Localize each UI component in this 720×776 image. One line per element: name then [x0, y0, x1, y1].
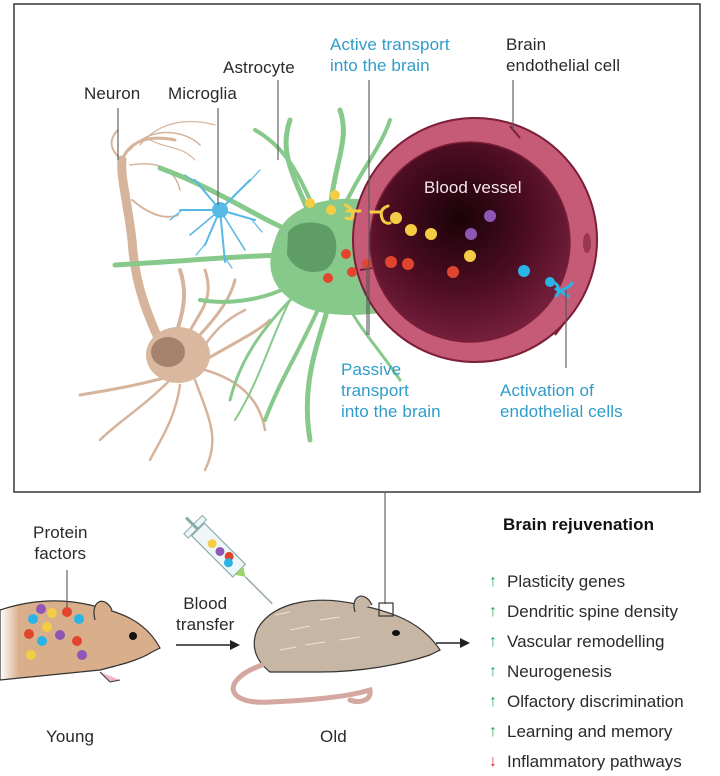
brain-region-marker: [378, 602, 394, 617]
up-arrow-icon: ↑: [489, 602, 497, 620]
syringe-icon: [183, 514, 273, 605]
up-arrow-icon: ↑: [489, 662, 497, 680]
up-arrow-icon: ↑: [489, 722, 497, 740]
up-arrow-icon: ↑: [489, 692, 497, 710]
young-mouse-factors: [24, 604, 87, 660]
label-endothelial-cell: Brain endothelial cell: [506, 35, 621, 75]
outcome-item: ↑Vascular remodelling: [486, 626, 684, 656]
up-arrow-icon: ↑: [489, 572, 497, 590]
label-neuron: Neuron: [84, 84, 141, 103]
outcome-item: ↑Neurogenesis: [486, 656, 684, 686]
label-blood-transfer: Blood transfer: [176, 594, 235, 634]
result-arrow: [436, 638, 470, 648]
receptors: [343, 203, 574, 298]
leader-lines: [117, 80, 567, 368]
down-arrow-icon: ↓: [489, 752, 497, 770]
outcomes-list: ↑Plasticity genes ↑Dendritic spine densi…: [486, 566, 684, 776]
old-mouse: [230, 595, 441, 705]
label-young: Young: [46, 727, 95, 746]
label-passive-transport: Passive transport into the brain: [341, 360, 441, 421]
outcomes-title: Brain rejuvenation: [503, 515, 655, 534]
label-protein-factors: Protein factors: [33, 523, 88, 563]
outcome-item: ↓Inflammatory pathways: [486, 746, 684, 776]
label-astrocyte: Astrocyte: [223, 58, 295, 77]
neuron-nucleus: [151, 337, 185, 367]
outcome-item: ↑Dendritic spine density: [486, 596, 684, 626]
outcome-item: ↑Learning and memory: [486, 716, 684, 746]
label-microglia: Microglia: [168, 84, 237, 103]
outcome-item: ↑Plasticity genes: [486, 566, 684, 596]
up-arrow-icon: ↑: [489, 632, 497, 650]
outcome-item: ↑Olfactory discrimination: [486, 686, 684, 716]
blood-vessel: [352, 117, 598, 363]
young-mouse: [0, 570, 161, 683]
astrocyte-nucleus: [287, 222, 337, 273]
label-blood-vessel: Blood vessel: [424, 178, 522, 197]
label-old: Old: [320, 727, 347, 746]
microglia-body: [212, 202, 228, 218]
protein-factors-panel: [305, 190, 555, 287]
label-active-transport: Active transport into the brain: [330, 35, 450, 75]
label-activation: Activation of endothelial cells: [500, 381, 623, 421]
transfer-arrow: [176, 640, 240, 650]
